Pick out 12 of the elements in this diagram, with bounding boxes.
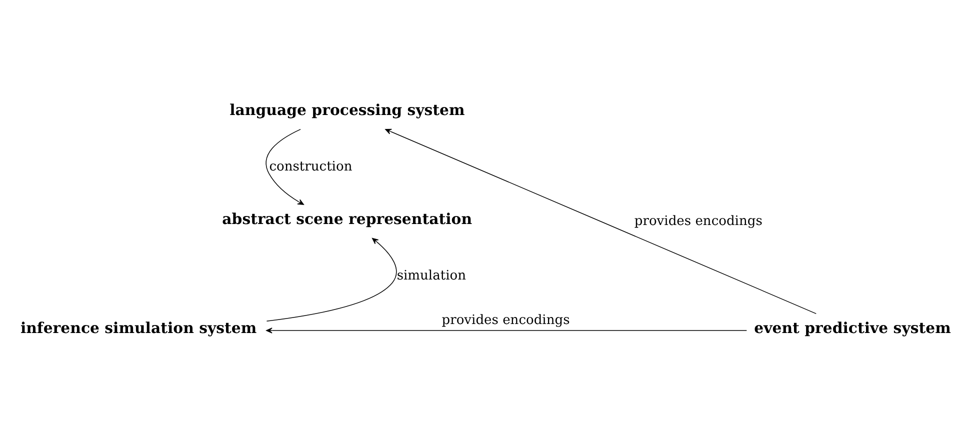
node-text: event predictive system <box>754 319 951 338</box>
node-text: abstract scene representation <box>222 210 472 228</box>
edge-label: construction <box>269 159 352 174</box>
edge-label: simulation <box>396 268 466 284</box>
edge-label: provides encodings <box>634 214 762 229</box>
node-text: inference simulation system <box>20 319 257 338</box>
edge-label: provides encodings <box>442 313 570 328</box>
arrow <box>266 328 748 334</box>
node-text: language processing system <box>230 101 465 120</box>
arrow <box>385 128 817 314</box>
arrow <box>266 238 397 322</box>
arrow <box>266 128 304 205</box>
